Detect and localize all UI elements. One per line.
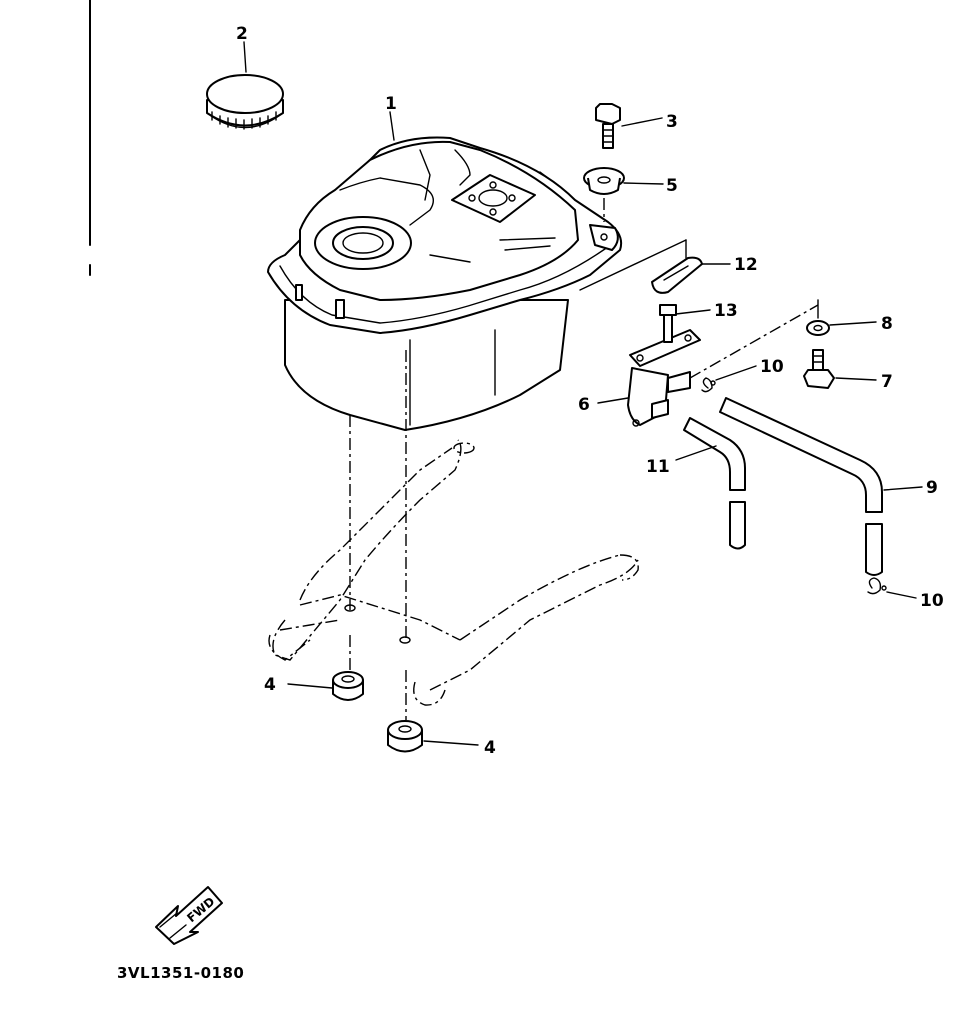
label-part-7: 7 xyxy=(881,372,893,392)
screw-13 xyxy=(659,304,677,343)
label-part-1: 1 xyxy=(385,94,397,114)
bolt-7 xyxy=(803,349,835,389)
nut-4-left xyxy=(332,671,364,701)
label-part-5: 5 xyxy=(666,176,678,196)
drawing-code: 3VL1351-0180 xyxy=(117,964,244,982)
label-part-2: 2 xyxy=(236,24,248,44)
label-part-6: 6 xyxy=(578,395,590,415)
washer-8 xyxy=(806,320,830,336)
label-part-11: 11 xyxy=(646,457,670,477)
frame-phantom xyxy=(268,439,639,706)
fuel-cock xyxy=(627,329,701,427)
label-part-12: 12 xyxy=(734,255,758,275)
nut-4-right xyxy=(387,720,423,753)
label-part-9: 9 xyxy=(926,478,938,498)
bolt-3 xyxy=(595,103,621,149)
label-part-10-upper: 10 xyxy=(760,357,784,377)
label-part-4-left: 4 xyxy=(264,675,276,695)
fuel-tank xyxy=(267,136,623,431)
hose-11 xyxy=(683,417,746,550)
clip-10-lower xyxy=(867,577,887,595)
fuel-cap xyxy=(206,74,284,130)
label-part-3: 3 xyxy=(666,112,678,132)
clip-10-upper xyxy=(701,377,716,393)
fwd-arrow: FWD xyxy=(155,886,223,945)
assembly-centerlines xyxy=(349,198,819,720)
hose-9 xyxy=(719,397,883,576)
grommet-5 xyxy=(583,167,625,195)
label-part-4-right: 4 xyxy=(484,738,496,758)
part-labels: 2 1 3 5 12 13 8 10 7 6 11 9 10 4 4 xyxy=(236,24,944,758)
label-part-8: 8 xyxy=(881,314,893,334)
label-part-10-lower: 10 xyxy=(920,591,944,611)
gasket-12 xyxy=(651,256,703,294)
label-part-13: 13 xyxy=(714,301,738,321)
leader-lines xyxy=(243,41,923,746)
